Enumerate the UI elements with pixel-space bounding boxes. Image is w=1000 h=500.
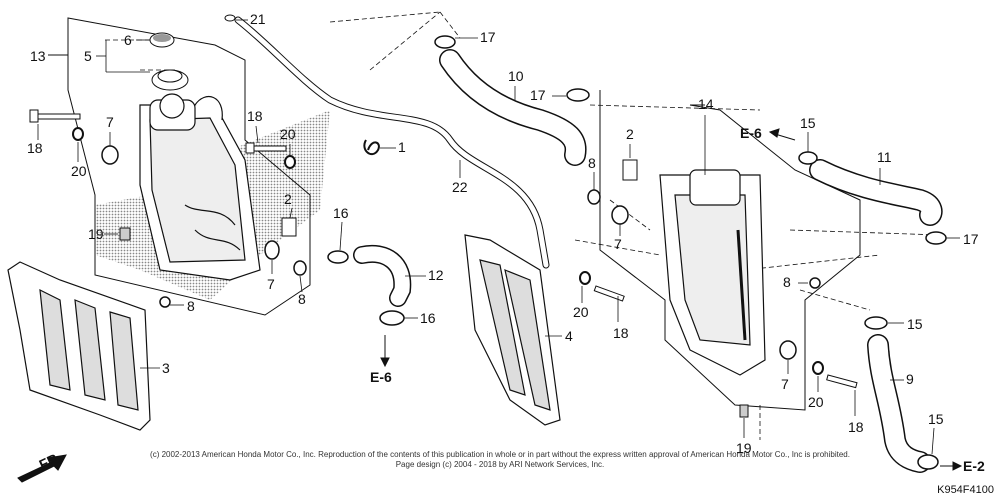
washer-8-bottom-icon [159,296,171,308]
clamp-15-top-icon [798,151,818,165]
left-radiator-13 [139,93,261,281]
callout-4: 4 [565,328,573,344]
callout-7-d: 7 [781,376,789,392]
callout-8-d: 8 [783,274,791,290]
callout-2: 2 [284,191,292,207]
callout-19-b: 19 [736,440,752,456]
callout-7-b: 7 [267,276,275,292]
reference-arrows [17,128,963,483]
callout-2-b: 2 [626,126,634,142]
bolt-18-right-icon [593,285,625,302]
diagram-code: K954F4100 [937,484,994,496]
radiator-cap-5-icon [151,69,189,91]
washer-20-left-icon [72,127,84,141]
callout-20: 20 [71,163,87,179]
washer-20-mid-icon [284,155,296,169]
callout-7-c: 7 [614,236,622,252]
callout-19: 19 [88,226,104,242]
callout-14: 14 [698,96,714,112]
ref-e6-top: E-6 [740,125,762,141]
bolt-18-left-icon [29,109,81,123]
callout-10: 10 [508,68,524,84]
grommet-7-rlow-icon [779,340,797,360]
washer-20-right-icon [579,271,591,285]
callout-leaders [37,19,960,455]
clamp-15-bottom-icon [917,454,939,470]
assembly-outline-left [48,17,311,316]
copyright-line-1: (c) 2002-2013 American Honda Motor Co., … [150,450,850,459]
shroud-3 [7,261,151,431]
assembly-outline-right [599,90,861,411]
ref-e6-bottom: E-6 [370,369,392,385]
callout-18-b: 18 [247,108,263,124]
callout-20-b: 20 [280,126,296,142]
clamp-16-upper-icon [327,250,349,264]
callout-16-b: 16 [420,310,436,326]
callout-17-c: 17 [963,231,979,247]
callout-8-b: 8 [187,298,195,314]
callout-6: 6 [124,32,132,48]
callout-15-b: 15 [907,316,923,332]
clamp-17-right-icon [925,231,947,245]
callout-15-c: 15 [928,411,944,427]
clip-21-icon [224,14,236,22]
copyright-line-2: Page design (c) 2004 - 2018 by ARI Netwo… [395,460,605,469]
callout-18-d: 18 [848,419,864,435]
callout-20-d: 20 [808,394,824,410]
grommet-7-right-icon [611,205,629,225]
callout-9: 9 [906,371,914,387]
ref-e2: E-2 [963,458,985,474]
right-radiator-14 [659,169,766,376]
bolt-18-mid-icon [245,142,287,154]
washer-8-icon [293,260,307,276]
callout-8-c: 8 [588,155,596,171]
callout-3: 3 [162,360,170,376]
rubber-2-right-icon [622,159,638,181]
washer-20-rlow-icon [812,361,824,375]
fastener-19-left-icon [119,227,131,241]
callout-18: 18 [27,140,43,156]
front-arrow-icon [17,454,67,483]
callout-17: 17 [480,29,496,45]
grommet-7-lower-icon [264,240,280,260]
callout-20-c: 20 [573,304,589,320]
clamp-17-top-icon [434,35,456,49]
callout-13: 13 [30,48,46,64]
fastener-19-right-icon [739,404,749,418]
callout-22: 22 [452,179,468,195]
callout-11: 11 [877,149,892,165]
rubber-2-left-icon [281,217,297,237]
clamp-15-mid-icon [864,316,888,330]
washer-8-rmid-icon [809,277,821,289]
bolt-18-rlow-icon [826,374,858,389]
callout-labels: 21 6 5 13 18 20 7 18 20 2 19 7 8 8 16 12… [27,11,979,456]
callout-21: 21 [250,11,266,27]
clamp-16-lower-icon [379,310,405,326]
callout-12: 12 [428,267,444,283]
callout-18-c: 18 [613,325,629,341]
callout-1: 1 [398,139,406,155]
callout-17-b: 17 [530,87,546,103]
callout-7: 7 [106,114,114,130]
cover-4 [464,234,561,426]
grommet-7-left-icon [101,145,119,165]
callout-15: 15 [800,115,816,131]
washer-8-right-icon [587,189,601,205]
clamp-17-mid-icon [566,88,590,102]
callout-8: 8 [298,291,306,307]
callout-16: 16 [333,205,349,221]
clip-1-icon [363,139,380,156]
callout-5: 5 [84,48,92,64]
